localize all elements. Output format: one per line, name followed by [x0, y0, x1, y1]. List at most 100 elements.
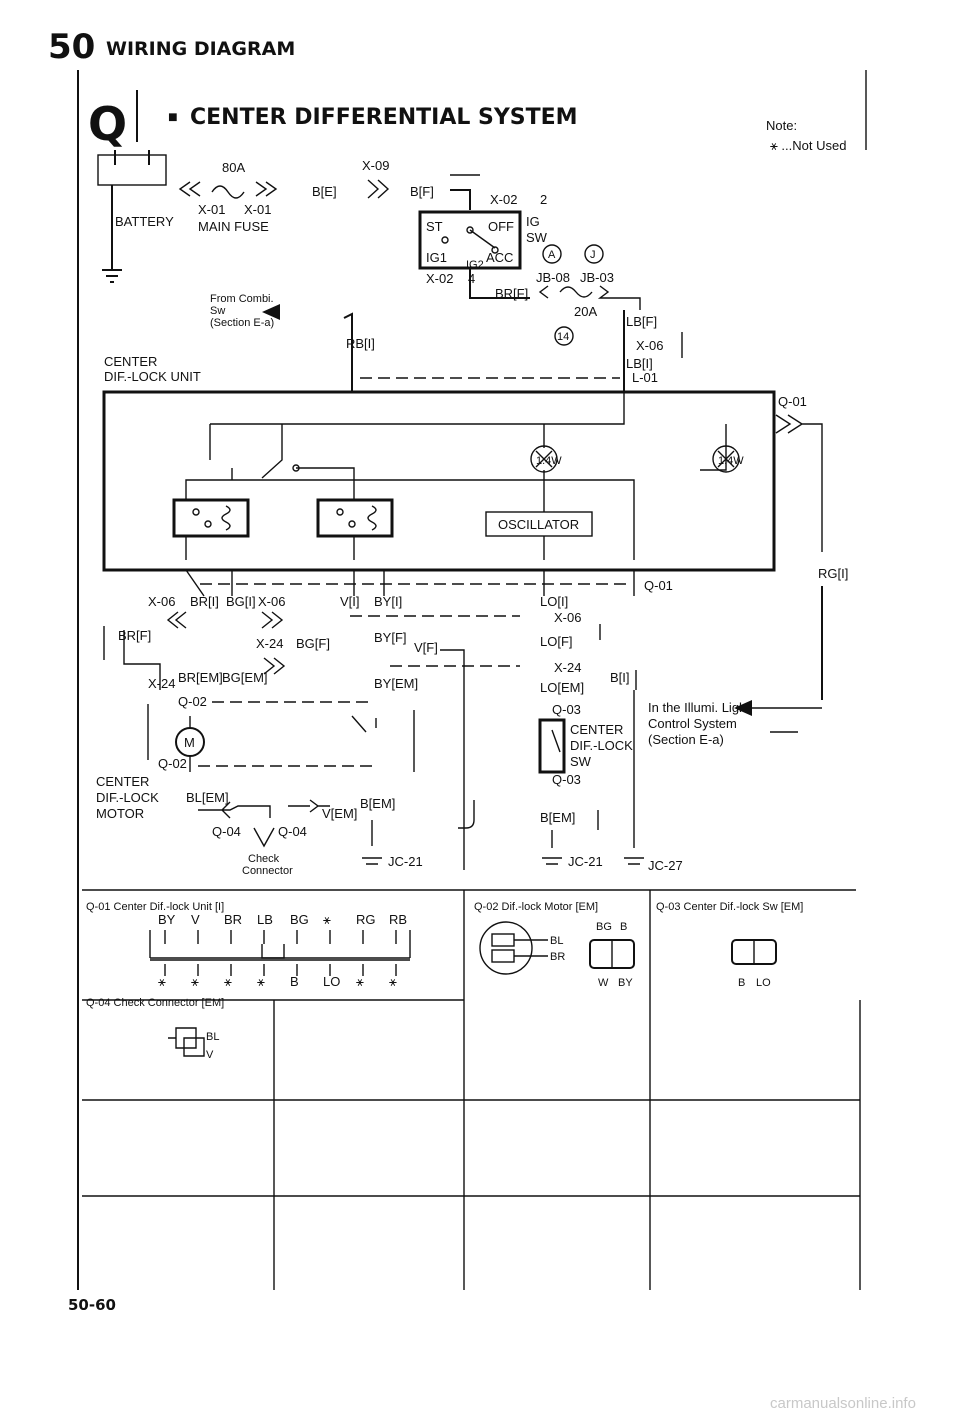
wire-label-rgi: RG[I]	[818, 566, 848, 581]
main-fuse-symbol	[178, 181, 278, 199]
jb-03: JB-03	[580, 270, 614, 285]
watermark: carmanualsonline.info	[770, 1395, 916, 1412]
q04-pin-bl: BL	[206, 1031, 219, 1043]
battery-symbol	[97, 150, 167, 283]
wire-label-bi: B[I]	[610, 670, 630, 685]
q03-pin-lo: LO	[756, 977, 771, 989]
wire-label-lbf: LB[F]	[626, 314, 657, 329]
wire-label-bem-right: B[EM]	[540, 810, 575, 825]
note-text: ⚹ ...Not Used	[770, 138, 846, 153]
motor-switch	[351, 715, 377, 733]
page-number: 50-60	[68, 1296, 116, 1314]
wire-label-brf: BR[F]	[495, 286, 528, 301]
section-letter: Q	[88, 97, 127, 151]
q04-pin-v: V	[206, 1049, 214, 1061]
q01-pin-label: B	[290, 974, 299, 989]
wire-label-bf: B[F]	[410, 184, 434, 199]
wire-label-bgi: BG[I]	[226, 594, 256, 609]
q01-pin-label: RB	[389, 912, 407, 927]
q03-title: Q-03 Center Dif.-lock Sw [EM]	[656, 901, 803, 913]
q01-pin-label: LB	[257, 912, 273, 927]
jb-terminal-j	[584, 244, 604, 264]
illumi-line2: Control System	[648, 716, 737, 731]
connector-table-grid	[82, 889, 861, 1290]
motor-wiring	[147, 704, 415, 772]
wire-label-lbi: LB[I]	[626, 356, 653, 371]
jb-terminal-j-label: J	[590, 249, 596, 261]
illumi-line1: In the Illumi. Light	[648, 700, 750, 715]
from-combi-sw-line1: From Combi.	[210, 293, 274, 305]
wire-label-brem: BR[EM]	[178, 670, 223, 685]
ignition-acc: ACC	[486, 250, 513, 265]
conn-x24-low: X-24	[148, 676, 175, 691]
relay-2	[316, 498, 394, 538]
wire-bf-run	[450, 189, 471, 210]
conn-x24-left: X-24	[256, 636, 283, 651]
ignition-ig2: IG2	[466, 259, 484, 271]
q04-connector-shape	[168, 1027, 205, 1057]
q01-pin-label: V	[191, 912, 200, 927]
q01-pin-label: LO	[323, 974, 340, 989]
ground-jc21-left: JC-21	[388, 854, 423, 869]
bulb-2	[712, 445, 740, 473]
from-combi-sw-line2: Sw	[210, 305, 225, 317]
center-dif-lock-switch	[538, 718, 566, 774]
q01-pin-label: ⚹	[224, 974, 232, 989]
unit-box	[102, 390, 776, 572]
wire-label-bgem: BG[EM]	[222, 670, 268, 685]
jb-terminal-14-label: 14	[557, 331, 569, 343]
q01-pin-label: ⚹	[257, 974, 265, 989]
oscillator-box	[485, 511, 593, 537]
conn-x06-left-arrow	[166, 611, 187, 629]
check-label-line2: Connector	[242, 865, 293, 877]
conn-x09-arrow	[367, 179, 390, 199]
q01-pin-label: BR	[224, 912, 242, 927]
conn-x06-right: X-06	[554, 610, 581, 625]
note-label: Note:	[766, 118, 797, 133]
q01-title: Q-01 Center Dif.-lock Unit [I]	[86, 901, 224, 913]
motor-label-line2: DIF.-LOCK	[96, 790, 159, 805]
wire-label-bri: BR[I]	[190, 594, 219, 609]
main-fuse-conn-right: X-01	[244, 202, 271, 217]
unit-label-line1: CENTER	[104, 354, 157, 369]
system-title: CENTER DIFFERENTIAL SYSTEM	[190, 105, 578, 130]
q01-pin-label: BY	[158, 912, 176, 927]
q01-pin-label: ⚹	[356, 974, 364, 989]
page-title: WIRING DIAGRAM	[106, 38, 295, 60]
ignition-sw: SW	[526, 230, 548, 245]
conn-q02-bottom: Q-02	[158, 756, 187, 771]
from-combi-arrow	[262, 304, 280, 320]
wire-label-blem: BL[EM]	[186, 790, 229, 805]
wire-label-byf: BY[F]	[374, 630, 407, 645]
ground-wiring	[371, 690, 635, 848]
motor-symbol-label: M	[184, 735, 195, 750]
conn-q01-top: Q-01	[778, 394, 807, 409]
wire-rbi-run	[343, 312, 353, 392]
q01-pin-label: ⚹	[191, 974, 199, 989]
ground-jc27: JC-27	[648, 858, 683, 873]
main-fuse-label: MAIN FUSE	[198, 219, 269, 234]
conn-q04-left: Q-04	[212, 824, 241, 839]
conn-x06-mid: X-06	[258, 594, 285, 609]
return-wire-symbol	[458, 800, 475, 829]
wire-label-be: B[E]	[312, 184, 337, 199]
conn-q03-top: Q-03	[552, 702, 581, 717]
wire-brf-harness-run	[123, 630, 161, 690]
conn-q04-right: Q-04	[278, 824, 307, 839]
jb-terminal-a	[542, 244, 562, 264]
page-section-number: 50	[48, 27, 95, 67]
motor-label-line1: CENTER	[96, 774, 149, 789]
bulb-1-label: 1.4W	[536, 455, 562, 467]
pin-4: 4	[468, 271, 475, 286]
ground-jc21-right: JC-21	[568, 854, 603, 869]
conn-x24-right: X-24	[554, 660, 581, 675]
switch-label-line1: CENTER	[570, 722, 623, 737]
q02-title: Q-02 Dif.-lock Motor [EM]	[474, 901, 598, 913]
conn-x06-mid-arrow	[261, 611, 284, 629]
q01-pin-label: ⚹	[323, 912, 331, 927]
q03alt-top-1: BG	[596, 921, 612, 933]
q01-pin-label: ⚹	[158, 974, 166, 989]
wire-label-byem: BY[EM]	[374, 676, 418, 691]
wire-label-bem-left: B[EM]	[360, 796, 395, 811]
